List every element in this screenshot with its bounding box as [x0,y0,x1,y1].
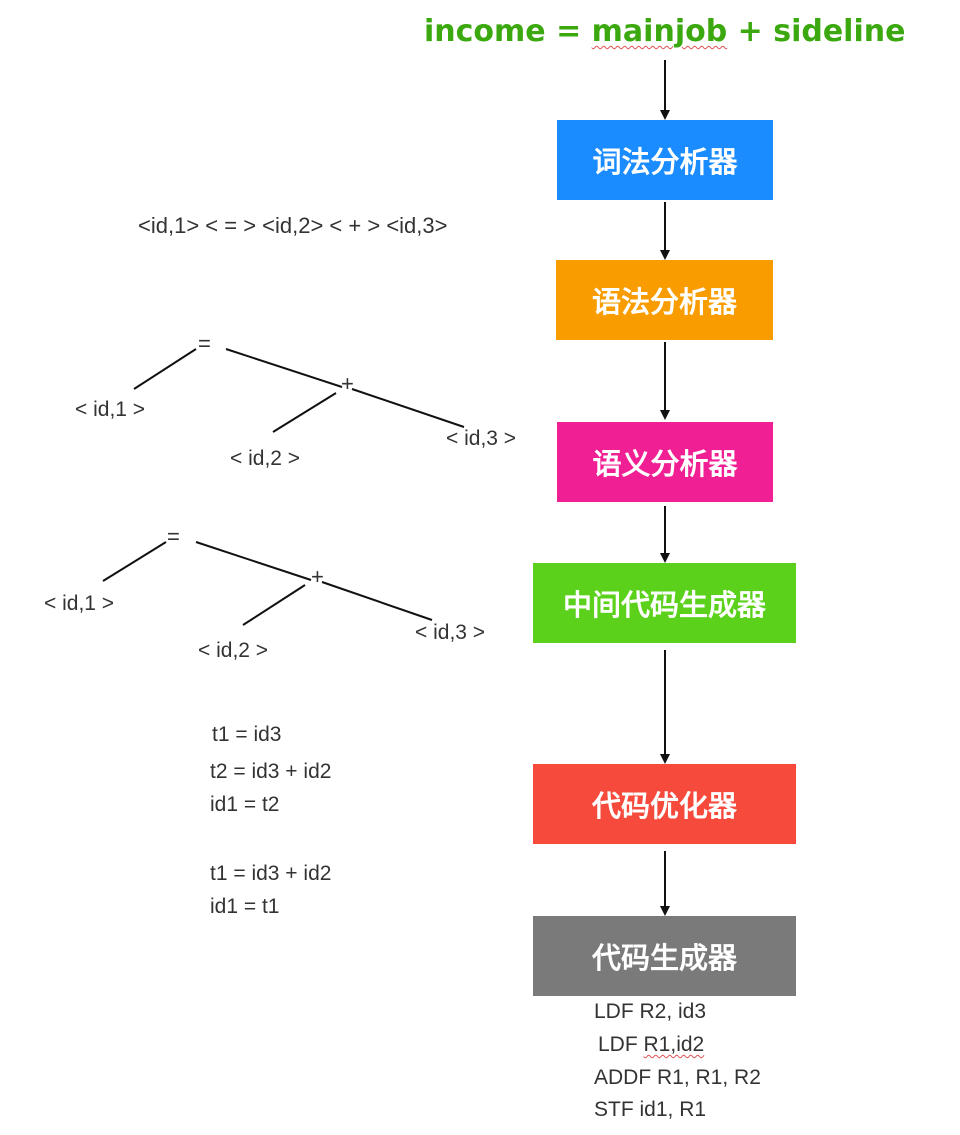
intermediate-line-1: t1 = id3 [212,723,282,746]
target-line-2-operands: R1,id2 [643,1033,705,1056]
tree1-edge-assign-plus [225,348,343,388]
intermediate-line-2: t2 = id3 + id2 [210,760,332,783]
tree1-edge-assign-id1 [133,348,197,390]
tree2-id3-node: < id,3 > [415,621,486,644]
target-line-2: LDF R1,id2 [598,1033,704,1057]
tree1-edge-plus-id3 [351,388,465,428]
stage-ir-generator: 中间代码生成器 [533,563,796,643]
stage-codegen: 代码生成器 [533,916,796,996]
tree1-edge-plus-id2 [272,392,337,433]
target-line-2-prefix: LDF [598,1033,644,1056]
tree2-edge-assign-id1 [102,541,167,582]
tree1-assign-node: = [198,331,211,356]
target-line-4: STF id1, R1 [594,1098,707,1121]
optimized-line-2: id1 = t1 [210,895,280,918]
token-stream: <id,1> < = > <id,2> < + > <id,3> [138,213,448,238]
stage-parser: 语法分析器 [556,260,773,340]
target-line-1: LDF R2, id3 [594,1000,707,1023]
tree2-id2-node: < id,2 > [198,639,269,662]
expression-title: income = mainjob + sideline [424,14,905,49]
tree2-id1-node: < id,1 > [44,592,115,615]
title-mainjob: mainjob [591,14,728,49]
tree2-edge-plus-id2 [242,584,306,626]
stage-semantic: 语义分析器 [557,422,773,502]
tree2-edge-plus-id3 [321,581,433,621]
tree2-edge-assign-plus [195,541,312,581]
tree1-id1-node: < id,1 > [75,398,146,421]
tree1-id3-node: < id,3 > [446,427,517,450]
tree1-id2-node: < id,2 > [230,447,301,470]
intermediate-line-3: id1 = t2 [210,793,280,816]
stage-optimizer: 代码优化器 [533,764,796,844]
optimized-line-1: t1 = id3 + id2 [210,862,332,885]
tree2-plus-node: + [311,564,324,589]
target-line-3: ADDF R1, R1, R2 [594,1066,761,1089]
title-suffix: + sideline [727,14,906,49]
tree1-plus-node: + [341,371,354,396]
stage-lexer: 词法分析器 [557,120,773,200]
title-prefix: income = [424,14,592,49]
tree2-assign-node: = [167,524,180,549]
